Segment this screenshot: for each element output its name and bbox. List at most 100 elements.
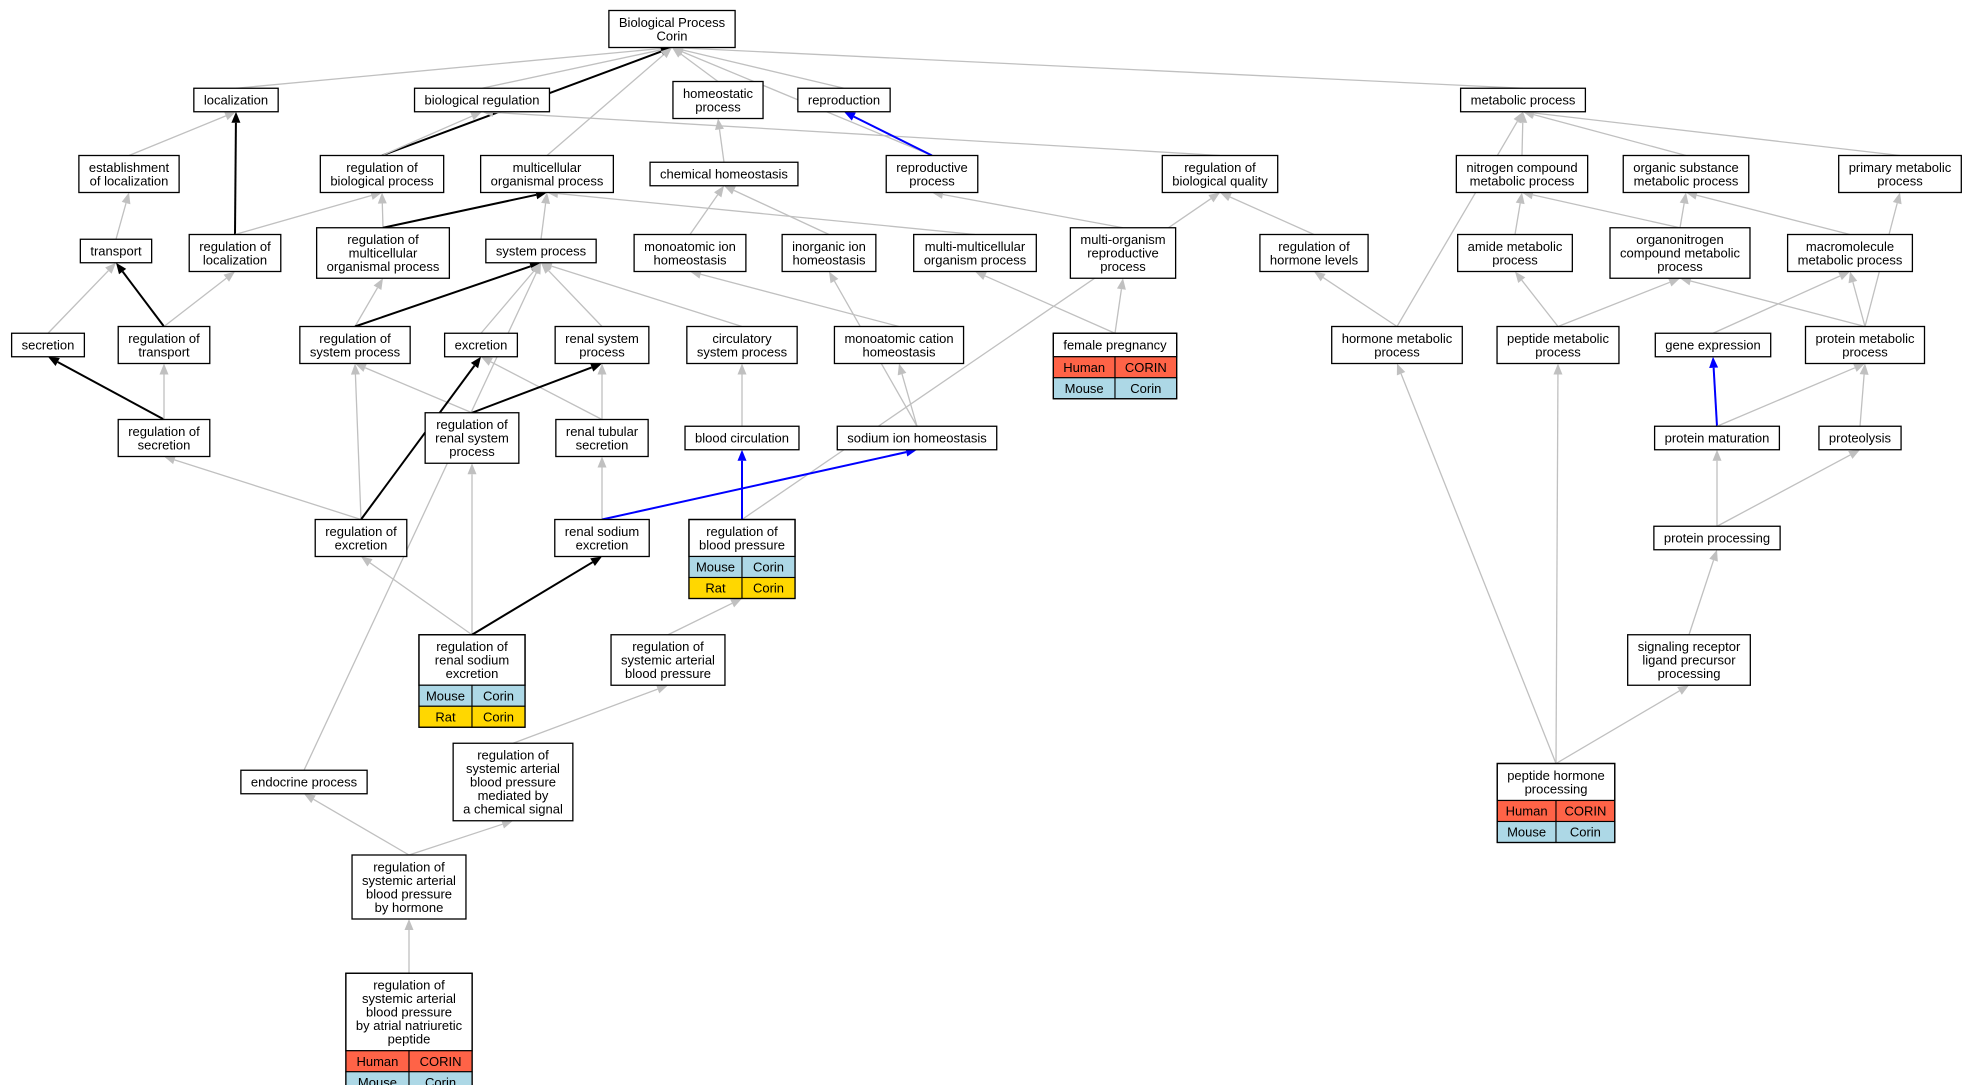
node-box <box>1627 634 1751 686</box>
node-label-line: transport <box>90 244 142 259</box>
edge-signal-to-protproc <box>1688 559 1715 635</box>
go-term-node-secretion[interactable]: secretion <box>10 332 86 358</box>
go-term-node-bioreg[interactable]: biological regulation <box>413 87 551 113</box>
go-term-node-bloodcirc[interactable]: blood circulation <box>684 425 800 451</box>
go-term-node-chemhomeo[interactable]: chemical homeostasis <box>649 161 799 187</box>
go-term-node-reproduction[interactable]: reproduction <box>797 87 891 113</box>
go-term-node-geneexpr[interactable]: gene expression <box>1654 332 1772 358</box>
node-box <box>1653 525 1781 551</box>
node-label-line: multi-organism <box>1080 232 1165 247</box>
go-term-node-excretion[interactable]: excretion <box>443 332 519 358</box>
node-box <box>836 425 998 451</box>
node-label-line: metabolic process <box>1470 173 1575 188</box>
go-term-node-transport[interactable]: transport <box>79 238 153 264</box>
node-label-line: regulation of <box>373 859 445 874</box>
go-term-node-protproc[interactable]: protein processing <box>1653 525 1781 551</box>
node-label-line: inorganic ion <box>792 239 866 254</box>
node-box <box>1331 325 1463 365</box>
node-label-line: renal system <box>435 431 509 446</box>
node-label-line: regulation of <box>319 331 391 346</box>
edge-hormmeta-to-metabolic <box>1396 120 1518 327</box>
edge-femalepreg-to-multimulti <box>984 275 1116 334</box>
organism-label: Human <box>1506 804 1548 819</box>
node-box <box>452 742 574 822</box>
node-box <box>1818 425 1902 451</box>
node-label-line: localization <box>204 93 268 108</box>
node-label-line: localization <box>203 252 267 267</box>
node-label-line: system process <box>697 344 788 359</box>
go-term-node-localization[interactable]: localization <box>193 87 279 113</box>
go-term-node-sysproc[interactable]: system process <box>485 238 597 264</box>
go-term-node-protmat[interactable]: protein maturation <box>1653 425 1781 451</box>
arrowhead-regrenalsys-to-regsys <box>355 363 367 372</box>
arrowhead-regsaHorm-to-regsaChem <box>501 819 513 829</box>
go-term-node-endocrine[interactable]: endocrine process <box>240 769 368 795</box>
node-box <box>1654 332 1772 358</box>
organism-label: Rat <box>705 581 726 596</box>
edge-pepthorm-to-hormmeta <box>1400 373 1557 764</box>
go-term-node-metabolic[interactable]: metabolic process <box>1459 87 1587 113</box>
arrowhead-peptmeta-to-amide <box>1515 271 1526 283</box>
go-term-node-sodiumhomeo[interactable]: sodium ion homeostasis <box>836 425 998 451</box>
node-box <box>608 9 736 49</box>
node-label-line: Biological Process <box>619 15 726 30</box>
arrowhead-renaltub-to-renalsys <box>597 363 607 375</box>
node-label-line: amide metabolic <box>1468 239 1563 254</box>
edge-multiorg-to-reproproc <box>942 193 1124 229</box>
arrowhead-sodiumhomeo-to-inorgion <box>829 271 839 284</box>
organism-label: Human <box>356 1054 398 1069</box>
node-label-line: metabolic process <box>1798 252 1903 267</box>
edge-homeostatic-to-root <box>680 53 719 83</box>
arrowhead-regexcretion-to-regsecretion <box>164 455 176 465</box>
node-label-line: renal sodium <box>435 653 509 668</box>
go-term-node-proteolysis[interactable]: proteolysis <box>1818 425 1902 451</box>
edge-circsys-to-sysproc <box>551 265 743 328</box>
node-box <box>649 161 799 187</box>
arrowhead-protproc-to-proteolysis <box>1848 449 1860 459</box>
node-box <box>413 87 551 113</box>
gene-label: Corin <box>1130 381 1161 396</box>
